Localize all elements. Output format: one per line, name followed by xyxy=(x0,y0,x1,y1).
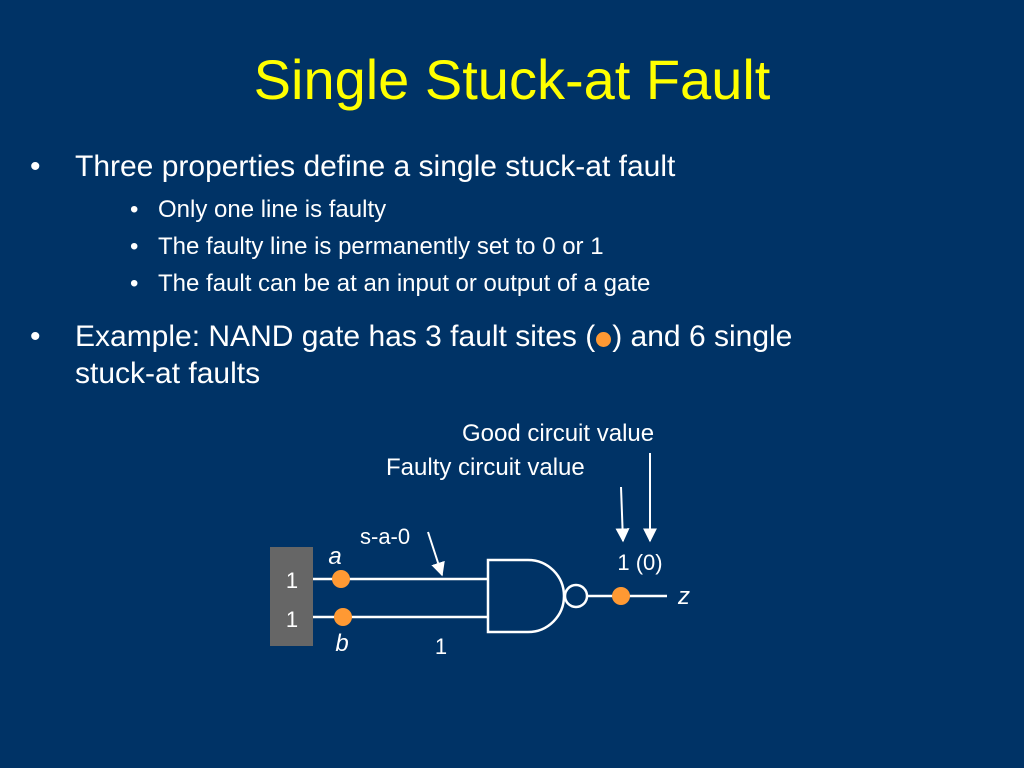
faulty-value-label: Faulty circuit value xyxy=(386,454,585,481)
bullet-text: stuck-at faults xyxy=(75,357,261,390)
fault-site-a-icon xyxy=(332,570,350,588)
sub-bullet-text: The fault can be at an input or output o… xyxy=(158,270,651,297)
input-vector-box xyxy=(270,547,313,646)
sub-bullet-text: Only one line is faulty xyxy=(158,196,387,223)
bullet-marker: • xyxy=(30,150,41,183)
fault-location-arrow xyxy=(427,531,445,577)
fault-site-b-icon xyxy=(334,608,352,626)
input-b-value: 1 xyxy=(286,607,298,632)
fault-site-icon xyxy=(596,332,612,347)
sub-bullet-marker: • xyxy=(130,196,139,223)
output-z-name: z xyxy=(677,583,690,610)
nand-inversion-bubble xyxy=(563,583,589,609)
example-text-end: ) and 6 single xyxy=(612,320,793,353)
output-value: 1 (0) xyxy=(617,550,662,575)
fault-site-z-icon xyxy=(612,587,630,605)
slide-title: Single Stuck-at Fault xyxy=(253,48,771,111)
input-a-value: 1 xyxy=(286,568,298,593)
example-text-start: Example: NAND gate has 3 fault sites ( xyxy=(75,320,596,353)
bullet-marker: • xyxy=(30,320,41,353)
line-b-value: 1 xyxy=(435,634,447,659)
bullet-text: Example: NAND gate has 3 fault sites ( ) … xyxy=(75,320,792,354)
input-b-name: b xyxy=(335,630,348,657)
sub-bullet-text: The faulty line is permanently set to 0 … xyxy=(158,233,604,260)
sub-bullet-marker: • xyxy=(130,270,139,297)
input-a-name: a xyxy=(328,543,341,570)
faulty-value-arrow xyxy=(615,486,630,543)
bullet-text: Three properties define a single stuck-a… xyxy=(75,150,676,183)
nand-gate xyxy=(486,558,566,634)
good-value-label: Good circuit value xyxy=(462,420,654,447)
sub-bullet-marker: • xyxy=(130,233,139,260)
stuck-at-zero-label: s-a-0 xyxy=(360,524,410,549)
